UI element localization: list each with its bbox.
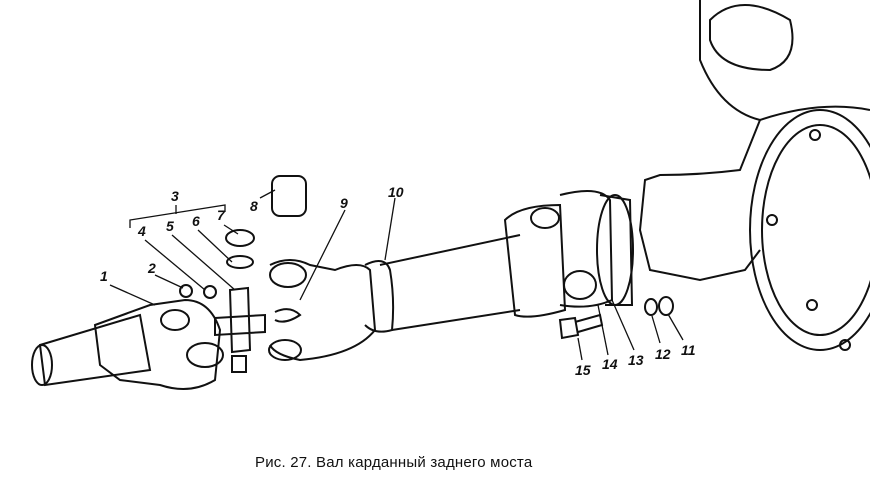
part-label-15: 15 [575,362,591,378]
grease-fitting [179,284,193,298]
flange [596,194,634,306]
part-label-12: 12 [655,346,671,362]
bolt [558,313,604,340]
part-label-13: 13 [628,352,644,368]
part-label-7: 7 [217,207,225,223]
rear-yoke [559,190,614,308]
leader-lines [109,189,684,361]
shaft-tube [379,234,521,331]
washer [644,298,658,316]
axle-housing [638,0,762,282]
part-label-6: 6 [192,213,200,229]
differential-cover [749,109,870,351]
part-label-9: 9 [340,195,348,211]
part-label-1: 1 [100,268,108,284]
part-label-3: 3 [171,188,179,204]
cross [214,286,266,354]
axle-top [709,4,794,72]
seal [226,255,254,269]
bearing-cup [225,229,255,247]
spline-sleeve [38,313,152,387]
part-label-14: 14 [602,356,618,372]
front-yoke [93,298,222,390]
nut [658,296,674,316]
slip-yoke [269,259,377,362]
part-label-4: 4 [138,223,146,239]
part-label-8: 8 [250,198,258,214]
part-label-5: 5 [166,218,174,234]
part-label-11: 11 [681,342,696,358]
part-label-2: 2 [148,260,156,276]
part-label-10: 10 [388,184,404,200]
needle-bearing [271,175,307,217]
figure-caption: Рис. 27. Вал карданный заднего моста [255,454,533,471]
